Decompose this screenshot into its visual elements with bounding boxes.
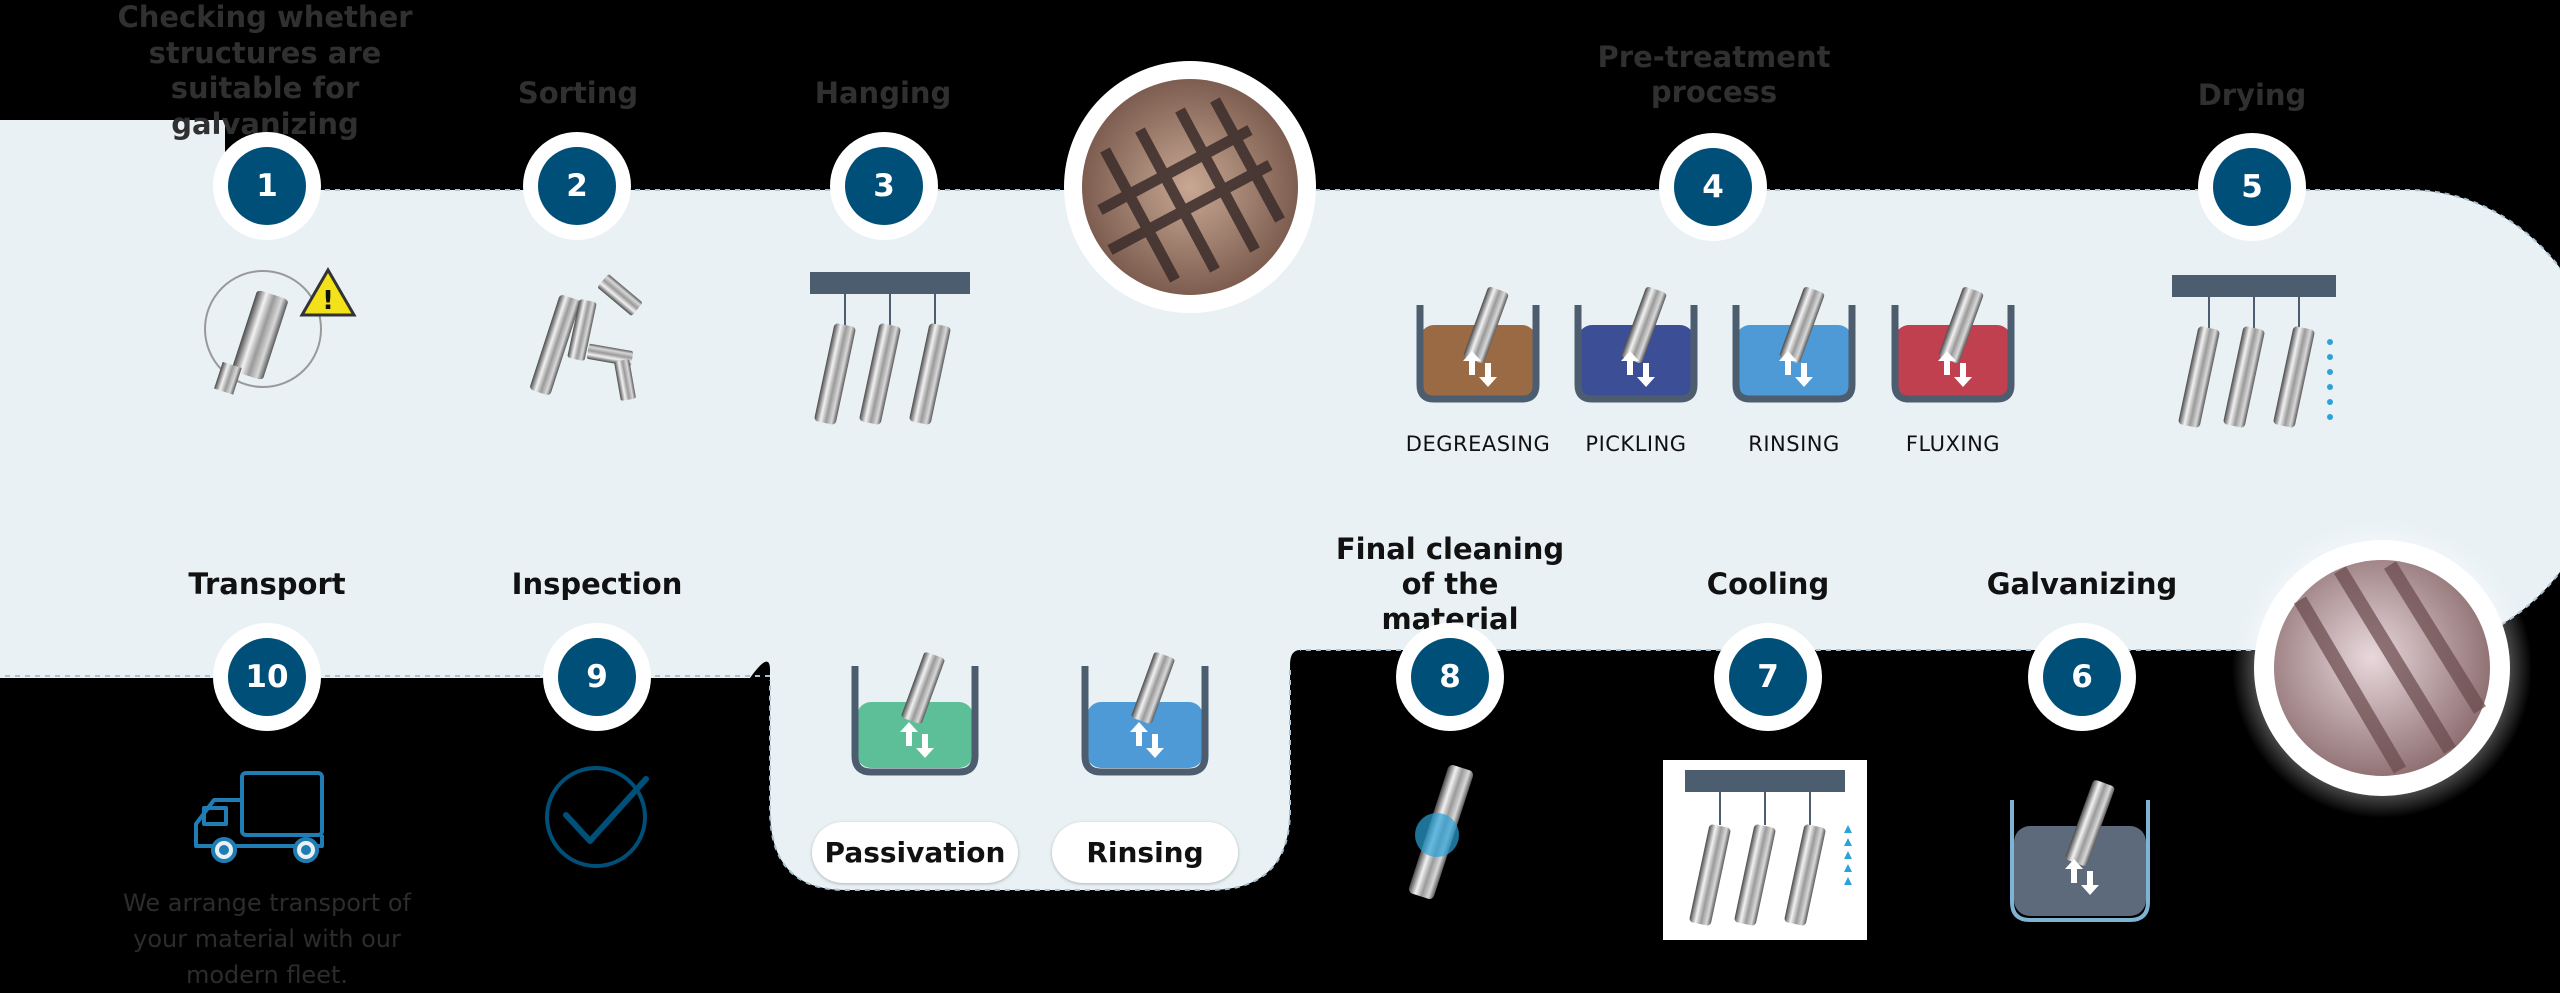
step-badge-2: 2 bbox=[523, 132, 631, 240]
cleaning-pipe-icon bbox=[1407, 763, 1475, 901]
step-badge-9: 9 bbox=[543, 623, 651, 731]
hanging-photo bbox=[1064, 61, 1316, 313]
step-7-title: Cooling bbox=[1706, 567, 1830, 601]
rinsing-label: Rinsing bbox=[1052, 822, 1238, 883]
step-5-title: Drying bbox=[2197, 78, 2307, 112]
step-3-title: Hanging bbox=[814, 76, 952, 110]
tank-label-fluxing: FLUXING bbox=[1905, 432, 2001, 456]
hanging-pipes-icon bbox=[810, 272, 970, 426]
degreasing-tank-icon bbox=[1416, 285, 1540, 403]
step-10-title: Transport bbox=[188, 567, 346, 601]
step-badge-10: 10 bbox=[213, 623, 321, 731]
transport-note: We arrange transport of your material wi… bbox=[123, 889, 411, 989]
cooling-pipes-icon bbox=[1663, 760, 1867, 940]
step-2-title: Sorting bbox=[517, 76, 639, 110]
rinsing-tank-2-icon bbox=[1081, 651, 1209, 776]
step-badge-8: 8 bbox=[1396, 623, 1504, 731]
step-8-title: Final cleaning of the material bbox=[1335, 532, 1565, 636]
tanks-icon bbox=[1416, 285, 2015, 403]
tank-label-degreasing: DEGREASING bbox=[1405, 432, 1551, 456]
step-badge-1: 1 bbox=[213, 132, 321, 240]
tank-label-rinsing: RINSING bbox=[1748, 432, 1840, 456]
tank-label-pickling: PICKLING bbox=[1585, 432, 1687, 456]
pickling-tank-icon bbox=[1574, 285, 1698, 403]
truck-icon bbox=[194, 771, 324, 863]
step-1-title: Checking whether structures are suitable… bbox=[117, 0, 413, 141]
step-6-title: Galvanizing bbox=[1986, 567, 2178, 601]
checkmark-icon bbox=[545, 766, 649, 868]
step-9-title: Inspection bbox=[511, 567, 683, 601]
passivation-label: Passivation bbox=[812, 822, 1018, 883]
step-badge-6: 6 bbox=[2028, 623, 2136, 731]
step-badge-4: 4 bbox=[1659, 133, 1767, 241]
rinsing-tank-icon bbox=[1732, 285, 1856, 403]
step-badge-3: 3 bbox=[830, 132, 938, 240]
step-4-title: Pre-treatment process bbox=[1597, 40, 1831, 109]
fluxing-tank-icon bbox=[1891, 285, 2015, 403]
zinc-bath-icon bbox=[2010, 779, 2150, 922]
step-badge-7: 7 bbox=[1714, 623, 1822, 731]
drying-pipes-icon bbox=[2172, 275, 2336, 429]
galvanizing-photo bbox=[2232, 518, 2532, 818]
step-badge-5: 5 bbox=[2198, 133, 2306, 241]
passivation-tank-icon bbox=[851, 651, 979, 776]
svg-text:!: ! bbox=[322, 286, 334, 316]
warning-inspection-icon: ! bbox=[204, 267, 357, 395]
process-band bbox=[0, 120, 2560, 890]
